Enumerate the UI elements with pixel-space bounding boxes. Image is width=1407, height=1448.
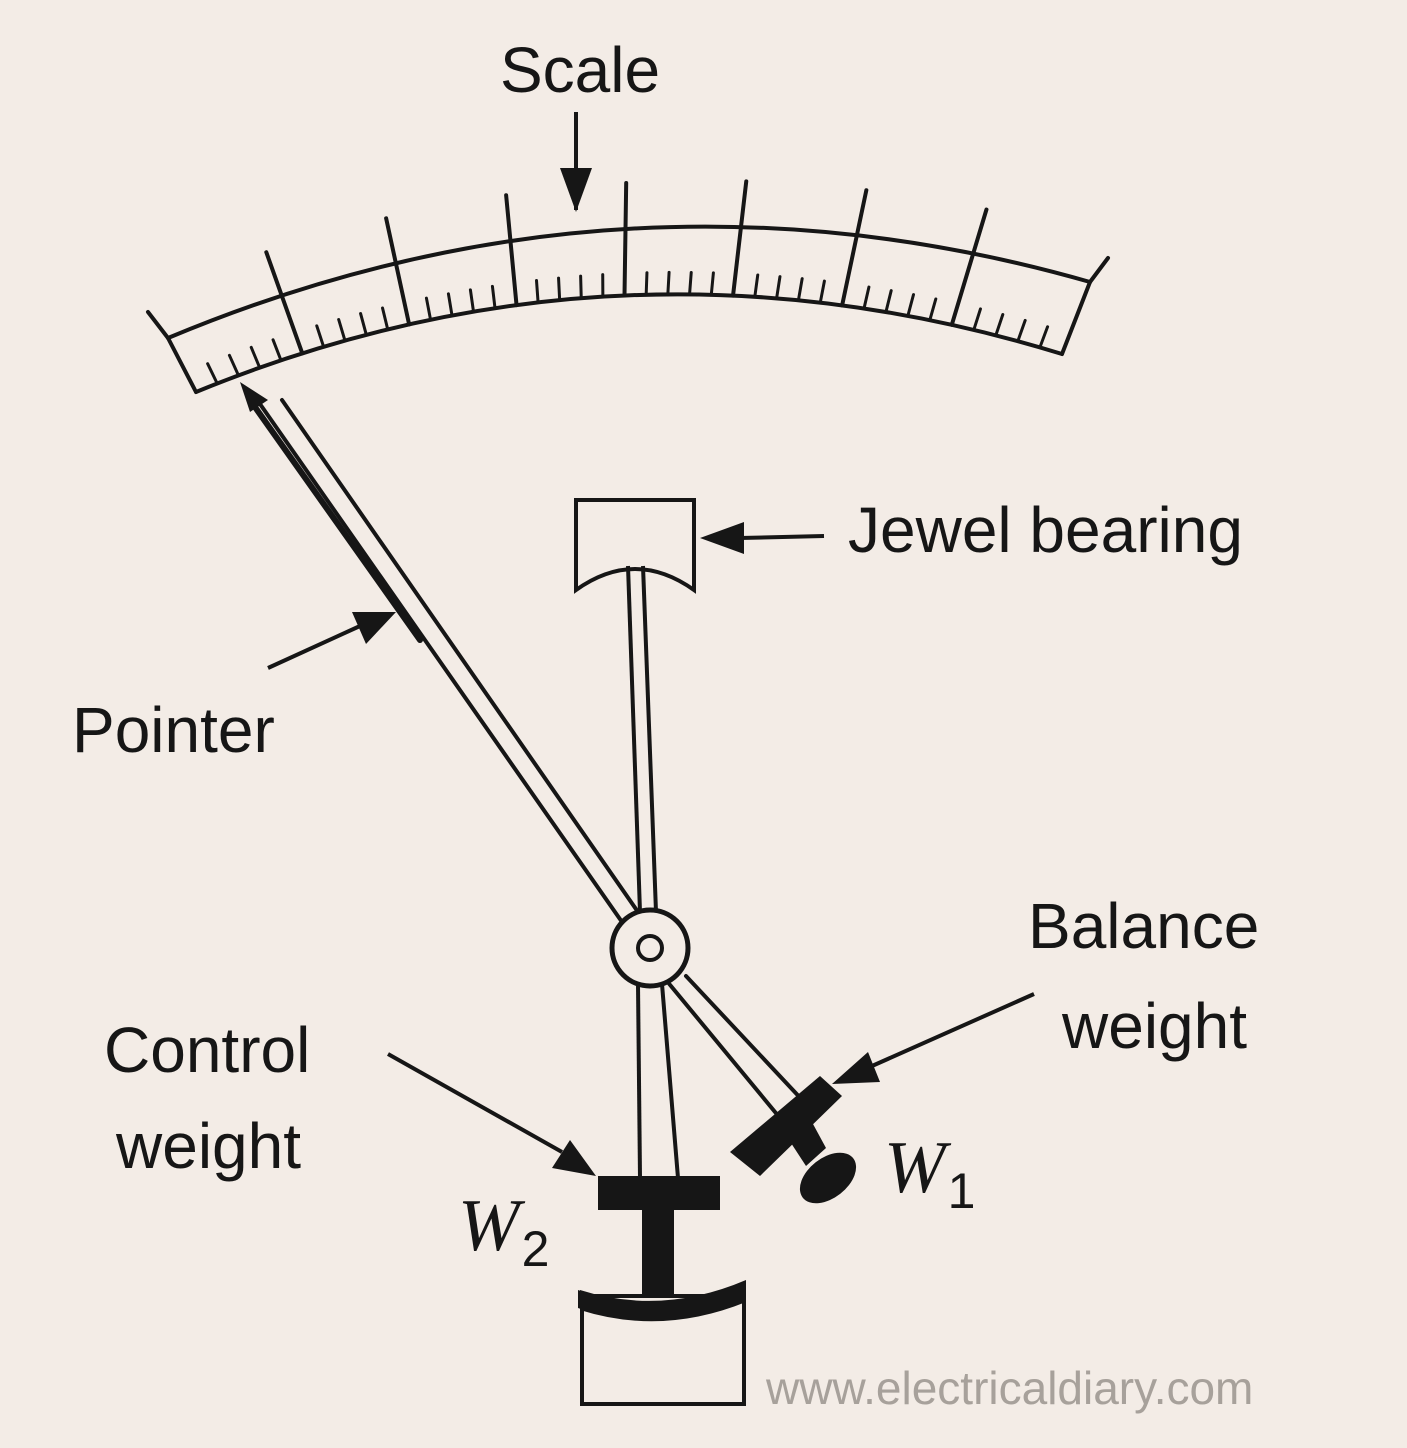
jewel-bearing bbox=[574, 498, 696, 594]
scale-minor-tick bbox=[644, 271, 649, 297]
control-weight-arrowhead bbox=[552, 1140, 596, 1176]
scale-minor-tick bbox=[579, 274, 583, 300]
scale-minor-tick bbox=[1038, 325, 1050, 349]
scale-major-tick bbox=[264, 250, 305, 356]
scale bbox=[146, 179, 1110, 394]
scale-minor-tick bbox=[381, 306, 390, 331]
scale-minor-tick bbox=[884, 289, 893, 314]
pointer-tip bbox=[240, 382, 268, 412]
scale-minor-tick bbox=[271, 338, 283, 362]
scale-minor-tick bbox=[688, 270, 693, 296]
scale-minor-tick bbox=[490, 284, 497, 310]
balance-weight-label-line2: weight bbox=[1061, 990, 1247, 1062]
scale-minor-tick bbox=[227, 353, 240, 377]
scale-minor-tick bbox=[796, 277, 804, 302]
scale-minor-tick bbox=[862, 285, 871, 310]
pointer bbox=[247, 397, 808, 1120]
scale-minor-tick bbox=[906, 293, 915, 318]
scale-major-tick bbox=[622, 181, 629, 298]
balance-weight-arrow bbox=[871, 992, 1035, 1068]
scale-minor-tick bbox=[206, 362, 219, 385]
scale-minor-tick bbox=[424, 296, 433, 322]
scale-right-cap bbox=[1088, 256, 1110, 284]
scale-right-end bbox=[1060, 280, 1092, 356]
scale-minor-tick bbox=[994, 312, 1005, 337]
scale-major-tick bbox=[840, 188, 869, 308]
scale-minor-tick bbox=[928, 297, 938, 322]
scale-major-ticks bbox=[264, 179, 989, 356]
pivot-inner bbox=[636, 934, 664, 962]
control-weight-label-line1: Control bbox=[104, 1014, 310, 1086]
control-weight-label-line2: weight bbox=[115, 1110, 301, 1182]
scale-minor-tick bbox=[446, 292, 454, 317]
scale-minor-tick bbox=[249, 345, 262, 370]
scale-left-cap bbox=[146, 310, 170, 340]
scale-minor-tick bbox=[666, 270, 671, 296]
scale-minor-tick bbox=[337, 318, 347, 343]
pointer-arrow bbox=[267, 624, 361, 670]
scale-minor-tick bbox=[535, 278, 540, 304]
scale-minor-tick bbox=[775, 275, 782, 300]
balance-weight-arrowhead bbox=[832, 1052, 880, 1084]
balance-weight bbox=[730, 1076, 857, 1204]
scale-major-tick bbox=[731, 179, 749, 298]
scale-minor-tick bbox=[753, 273, 760, 299]
scale-minor-tick bbox=[972, 307, 982, 332]
control-weight-base-cap bbox=[580, 1280, 746, 1322]
spindle bbox=[626, 565, 680, 1179]
pointer-arrowhead bbox=[352, 612, 396, 644]
jewel-bearing-label: Jewel bearing bbox=[848, 494, 1243, 566]
scale-minor-tick bbox=[1016, 318, 1027, 343]
jewel-bearing-arrowhead bbox=[700, 522, 744, 554]
scale-minor-tick bbox=[818, 279, 826, 305]
scale-minor-tick bbox=[557, 276, 562, 302]
jewel-bearing-arrow bbox=[739, 534, 825, 540]
w1-label: W1 bbox=[884, 1127, 975, 1219]
balance-weight-label-line1: Balance bbox=[1028, 890, 1259, 962]
scale-major-tick bbox=[504, 193, 519, 308]
control-weight-arrow bbox=[387, 1052, 563, 1154]
scale-minor-tick bbox=[468, 288, 476, 314]
watermark: www.electricaldiary.com bbox=[765, 1362, 1253, 1414]
scale-label: Scale bbox=[500, 34, 660, 106]
pointer-label: Pointer bbox=[72, 694, 275, 766]
scale-minor-tick bbox=[709, 271, 715, 297]
scale-minor-tick bbox=[359, 312, 368, 337]
scale-major-tick bbox=[949, 207, 989, 327]
scale-major-tick bbox=[384, 216, 412, 327]
scale-minor-ticks bbox=[206, 270, 1050, 385]
w2-label: W2 bbox=[458, 1185, 549, 1277]
scale-arrowhead bbox=[560, 168, 592, 212]
scale-left-end bbox=[166, 336, 198, 394]
scale-minor-tick bbox=[315, 324, 326, 349]
